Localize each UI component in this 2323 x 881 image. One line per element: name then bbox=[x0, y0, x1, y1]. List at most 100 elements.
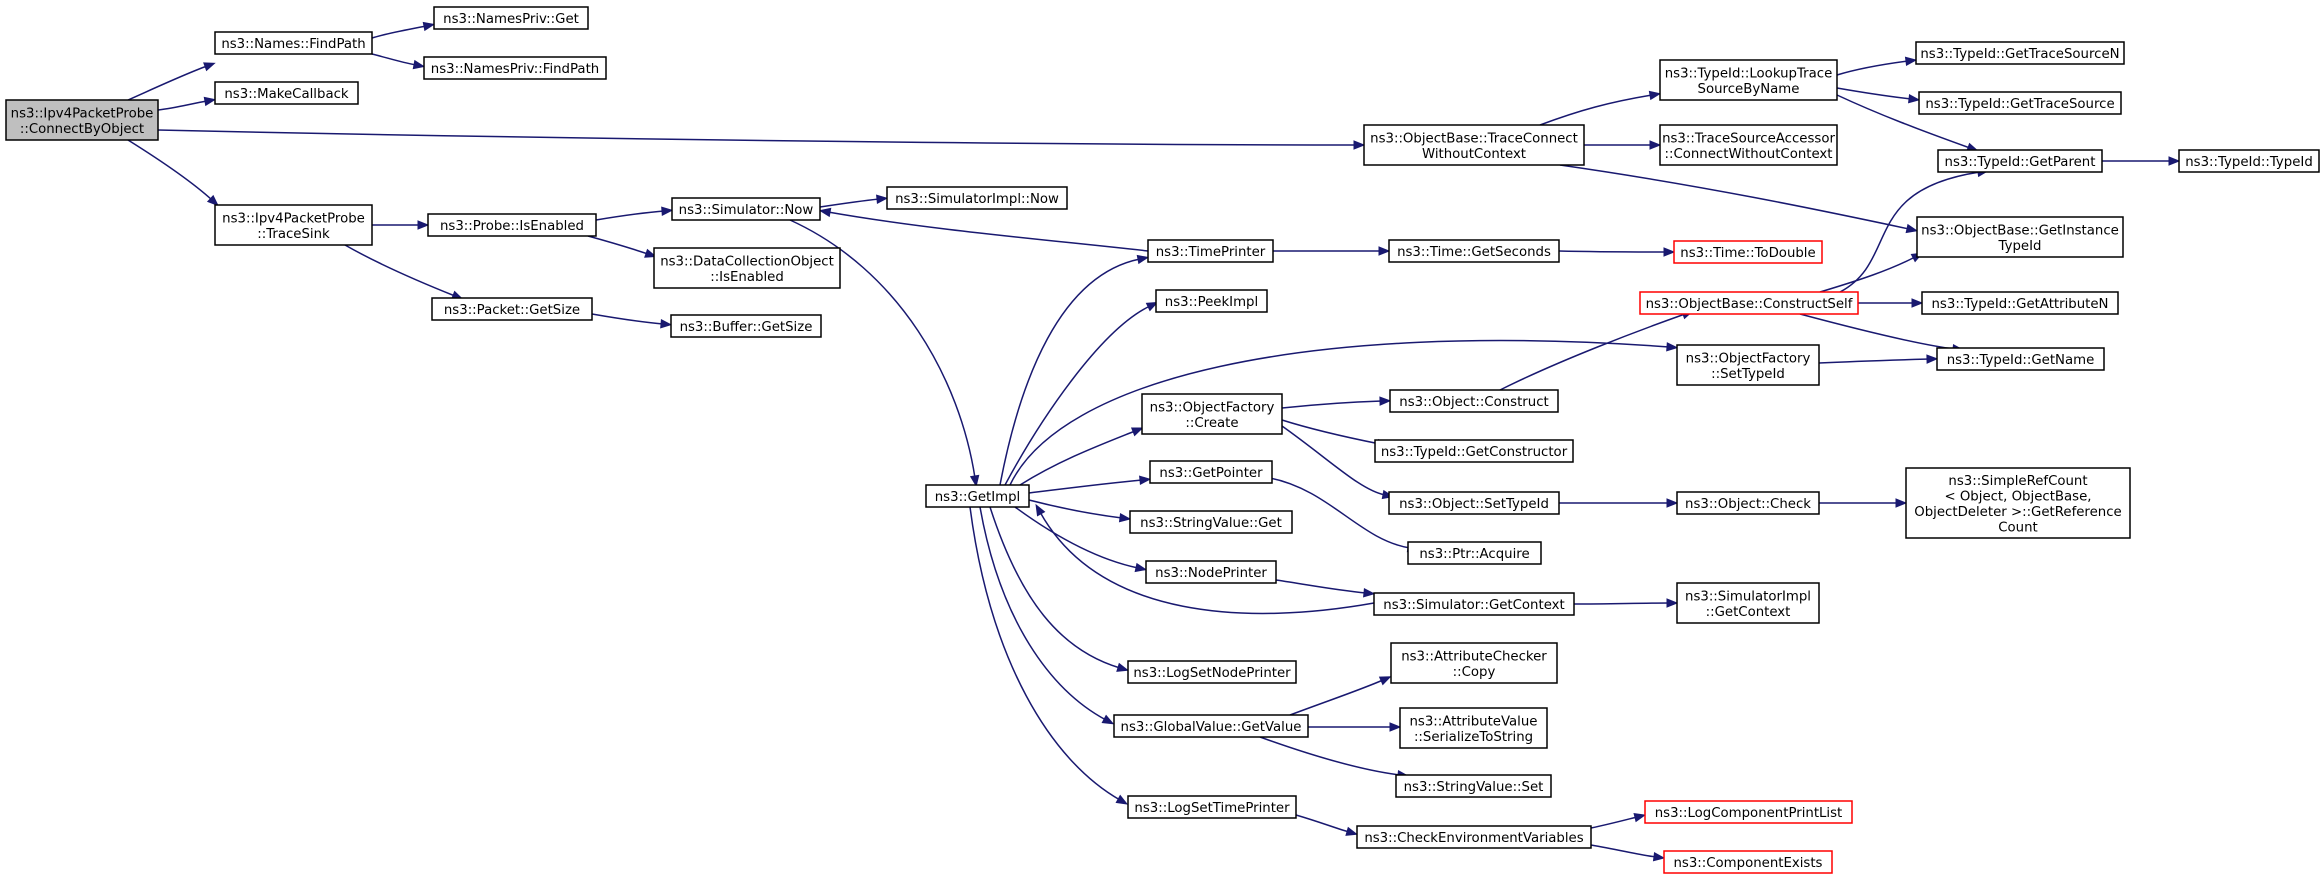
node-label-line: ns3::Time::ToDouble bbox=[1680, 246, 1815, 261]
node-label-line: ::SerializeToString bbox=[1414, 730, 1533, 745]
node-box bbox=[1936, 347, 2105, 371]
node-names-findpath[interactable]: ns3::Names::FindPath bbox=[214, 31, 373, 55]
node-label-line: ns3::CheckEnvironmentVariables bbox=[1364, 831, 1583, 846]
node-simulatorimpl-now[interactable]: ns3::SimulatorImpl::Now bbox=[886, 186, 1068, 210]
node-box bbox=[1356, 825, 1592, 849]
node-makecallback[interactable]: ns3::MakeCallback bbox=[214, 81, 359, 105]
node-label-line: ns3::Ipv4PacketProbe bbox=[222, 211, 365, 226]
node-box bbox=[1389, 389, 1559, 413]
node-gettracesourcen[interactable]: ns3::TypeId::GetTraceSourceN bbox=[1915, 41, 2125, 65]
node-timeprinter[interactable]: ns3::TimePrinter bbox=[1147, 239, 1274, 263]
node-box bbox=[1663, 850, 1833, 874]
node-getimpl[interactable]: ns3::GetImpl bbox=[925, 484, 1030, 508]
node-object-settypeid[interactable]: ns3::Object::SetTypeId bbox=[1388, 491, 1560, 515]
node-typeid-getname[interactable]: ns3::TypeId::GetName bbox=[1936, 347, 2105, 371]
node-ptr-acquire[interactable]: ns3::Ptr::Acquire bbox=[1407, 541, 1542, 565]
arrowhead-traceconnect-to-getinstancetypeid bbox=[1905, 223, 1919, 234]
node-simulatorimpl-getcontext[interactable]: ns3::SimulatorImpl::GetContext bbox=[1676, 582, 1820, 624]
node-box bbox=[1937, 149, 2103, 173]
arrowhead-lookuptrace-to-gettracesourcen bbox=[1904, 56, 1918, 66]
node-object-construct[interactable]: ns3::Object::Construct bbox=[1389, 389, 1559, 413]
node-componentexists[interactable]: ns3::ComponentExists bbox=[1663, 850, 1833, 874]
edge-probe_isenabled-to-simulator_now bbox=[595, 210, 665, 221]
node-label-line: ns3::ObjectBase::TraceConnect bbox=[1370, 131, 1578, 146]
edge-getimpl-to-stringvalue_get bbox=[1028, 499, 1123, 519]
node-time-getseconds[interactable]: ns3::Time::GetSeconds bbox=[1388, 239, 1560, 263]
node-getparent[interactable]: ns3::TypeId::GetParent bbox=[1937, 149, 2103, 173]
node-label-line: ns3::TypeId::GetParent bbox=[1945, 155, 2096, 170]
node-box bbox=[1659, 124, 1838, 166]
edge-names_findpath-to-namespriv_get bbox=[371, 25, 427, 39]
node-logsetnodeprinter[interactable]: ns3::LogSetNodePrinter bbox=[1127, 660, 1297, 684]
node-label-line: ns3::PeekImpl bbox=[1165, 295, 1258, 310]
node-globalvalue-getvalue[interactable]: ns3::GlobalValue::GetValue bbox=[1113, 714, 1309, 738]
node-label-line: TypeId bbox=[1998, 239, 2042, 254]
node-typeid-typeid[interactable]: ns3::TypeId::TypeId bbox=[2178, 149, 2320, 173]
node-label-line: ns3::SimpleRefCount bbox=[1948, 474, 2087, 489]
node-checkenv[interactable]: ns3::CheckEnvironmentVariables bbox=[1356, 825, 1592, 849]
node-stringvalue-set[interactable]: ns3::StringValue::Set bbox=[1395, 774, 1552, 798]
node-tsa-connect[interactable]: ns3::TraceSourceAccessor::ConnectWithout… bbox=[1659, 124, 1838, 166]
node-logcomponentprintlist[interactable]: ns3::LogComponentPrintList bbox=[1644, 800, 1853, 824]
node-settypeid-factory[interactable]: ns3::ObjectFactory::SetTypeId bbox=[1676, 344, 1820, 386]
arrowhead-timeprinter-to-time_getseconds bbox=[1378, 246, 1391, 256]
node-traceconnect[interactable]: ns3::ObjectBase::TraceConnectWithoutCont… bbox=[1363, 124, 1585, 166]
node-box bbox=[1388, 491, 1560, 515]
node-box bbox=[214, 81, 359, 105]
node-box bbox=[423, 56, 607, 80]
node-namespriv-findpath[interactable]: ns3::NamesPriv::FindPath bbox=[423, 56, 607, 80]
arrowhead-getimpl-to-globalvalue_getvalue bbox=[1101, 714, 1115, 725]
edge-objectfactory_create-to-object_settypeid bbox=[1281, 425, 1386, 496]
node-label-line: ns3::GetImpl bbox=[935, 490, 1020, 505]
node-tracesink[interactable]: ns3::Ipv4PacketProbe::TraceSink bbox=[214, 204, 373, 246]
node-label-line: ns3::Object::Construct bbox=[1399, 395, 1548, 410]
node-box bbox=[925, 484, 1030, 508]
arrowhead-getimpl-to-stringvalue_get bbox=[1118, 513, 1132, 523]
node-label-line: ns3::LogSetNodePrinter bbox=[1133, 666, 1291, 681]
edge-getimpl-to-settypeid_factory bbox=[1009, 339, 1670, 486]
node-box bbox=[1147, 239, 1274, 263]
node-box bbox=[1407, 541, 1542, 565]
node-label-line: ns3::Ptr::Acquire bbox=[1419, 547, 1529, 562]
node-label-line: ns3::GlobalValue::GetValue bbox=[1121, 720, 1302, 735]
node-label-line: ns3::Object::Check bbox=[1685, 497, 1811, 512]
node-label-line: ::Copy bbox=[1453, 665, 1496, 680]
arrowhead-traceconnect-to-lookuptrace bbox=[1648, 90, 1662, 101]
node-packet-getsize[interactable]: ns3::Packet::GetSize bbox=[431, 297, 593, 321]
node-object-check[interactable]: ns3::Object::Check bbox=[1676, 491, 1820, 515]
node-logsettimeprinter[interactable]: ns3::LogSetTimePrinter bbox=[1127, 795, 1297, 819]
node-nodeprinter[interactable]: ns3::NodePrinter bbox=[1145, 560, 1277, 584]
edge-objectfactory_create-to-getconstructor bbox=[1281, 419, 1381, 445]
node-constructself[interactable]: ns3::ObjectBase::ConstructSelf bbox=[1639, 291, 1859, 315]
arrowhead-simulator_now-to-getimpl bbox=[969, 474, 980, 488]
arrowhead-simulator_getcontext-to-getimpl bbox=[1035, 503, 1046, 517]
node-getattributen[interactable]: ns3::TypeId::GetAttributeN bbox=[1921, 291, 2119, 315]
node-namespriv-get[interactable]: ns3::NamesPriv::Get bbox=[433, 6, 589, 30]
edge-getimpl-to-logsettimeprinter bbox=[969, 506, 1121, 801]
node-box bbox=[1388, 239, 1560, 263]
node-attributechecker-copy[interactable]: ns3::AttributeChecker::Copy bbox=[1390, 642, 1558, 684]
node-buffer-getsize[interactable]: ns3::Buffer::GetSize bbox=[670, 314, 822, 338]
node-gettracesource[interactable]: ns3::TypeId::GetTraceSource bbox=[1918, 91, 2122, 115]
node-getpointer[interactable]: ns3::GetPointer bbox=[1149, 460, 1273, 484]
node-simulator-now[interactable]: ns3::Simulator::Now bbox=[671, 197, 821, 221]
node-peekimpl[interactable]: ns3::PeekImpl bbox=[1155, 289, 1268, 313]
node-label-line: ns3::Names::FindPath bbox=[221, 37, 365, 52]
node-root[interactable]: ns3::Ipv4PacketProbe::ConnectByObject bbox=[5, 99, 159, 141]
node-simulator-getcontext[interactable]: ns3::Simulator::GetContext bbox=[1373, 592, 1575, 616]
node-objectfactory-create[interactable]: ns3::ObjectFactory::Create bbox=[1141, 393, 1283, 435]
node-stringvalue-get[interactable]: ns3::StringValue::Get bbox=[1129, 510, 1293, 534]
node-label-line: ns3::Ipv4PacketProbe bbox=[11, 106, 154, 121]
node-label-line: ::GetContext bbox=[1706, 605, 1791, 620]
edge-getimpl-to-logsetnodeprinter bbox=[989, 506, 1121, 669]
node-attributevalue-serialize[interactable]: ns3::AttributeValue::SerializeToString bbox=[1399, 707, 1548, 749]
node-probe-isenabled[interactable]: ns3::Probe::IsEnabled bbox=[427, 213, 597, 237]
node-datacollection-isenabled[interactable]: ns3::DataCollectionObject::IsEnabled bbox=[653, 247, 841, 289]
node-label-line: ::Create bbox=[1185, 416, 1238, 431]
arrowhead-root-to-names_findpath bbox=[203, 62, 216, 72]
node-simplerefcount[interactable]: ns3::SimpleRefCount< Object, ObjectBase,… bbox=[1905, 467, 2131, 539]
node-time-todouble[interactable]: ns3::Time::ToDouble bbox=[1673, 240, 1823, 264]
node-getconstructor[interactable]: ns3::TypeId::GetConstructor bbox=[1374, 439, 1574, 463]
